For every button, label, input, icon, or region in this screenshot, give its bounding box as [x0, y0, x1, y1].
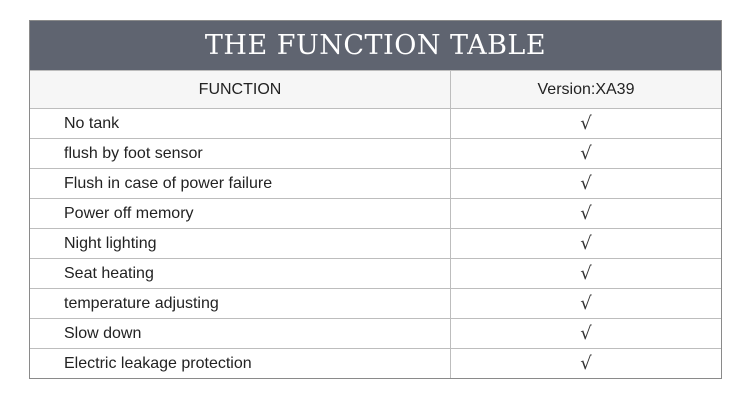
function-table: THE FUNCTION TABLE FUNCTION Version:XA39… [29, 20, 722, 379]
checkmark-icon: √ [580, 172, 592, 194]
column-header-version: Version:XA39 [450, 70, 721, 108]
row-function-foot-sensor: flush by foot sensor [30, 138, 450, 168]
row-function-power-off-memory: Power off memory [30, 198, 450, 228]
checkmark-icon: √ [580, 232, 592, 254]
column-header-function: FUNCTION [30, 70, 450, 108]
row-check-power-failure-flush: √ [450, 168, 721, 198]
row-check-slow-down: √ [450, 318, 721, 348]
row-function-seat-heating: Seat heating [30, 258, 450, 288]
row-function-temperature-adjusting: temperature adjusting [30, 288, 450, 318]
checkmark-icon: √ [580, 142, 592, 164]
row-function-leakage-protection: Electric leakage protection [30, 348, 450, 378]
row-check-seat-heating: √ [450, 258, 721, 288]
row-check-power-off-memory: √ [450, 198, 721, 228]
table-grid: FUNCTION Version:XA39 No tank √ flush by… [30, 70, 721, 378]
checkmark-icon: √ [580, 322, 592, 344]
row-function-no-tank: No tank [30, 108, 450, 138]
table-title: THE FUNCTION TABLE [30, 21, 721, 70]
row-check-night-lighting: √ [450, 228, 721, 258]
row-check-foot-sensor: √ [450, 138, 721, 168]
checkmark-icon: √ [580, 202, 592, 224]
checkmark-icon: √ [580, 352, 592, 374]
row-function-power-failure-flush: Flush in case of power failure [30, 168, 450, 198]
row-check-temperature-adjusting: √ [450, 288, 721, 318]
checkmark-icon: √ [580, 292, 592, 314]
row-check-leakage-protection: √ [450, 348, 721, 378]
checkmark-icon: √ [580, 262, 592, 284]
row-check-no-tank: √ [450, 108, 721, 138]
row-function-night-lighting: Night lighting [30, 228, 450, 258]
checkmark-icon: √ [580, 112, 592, 134]
row-function-slow-down: Slow down [30, 318, 450, 348]
